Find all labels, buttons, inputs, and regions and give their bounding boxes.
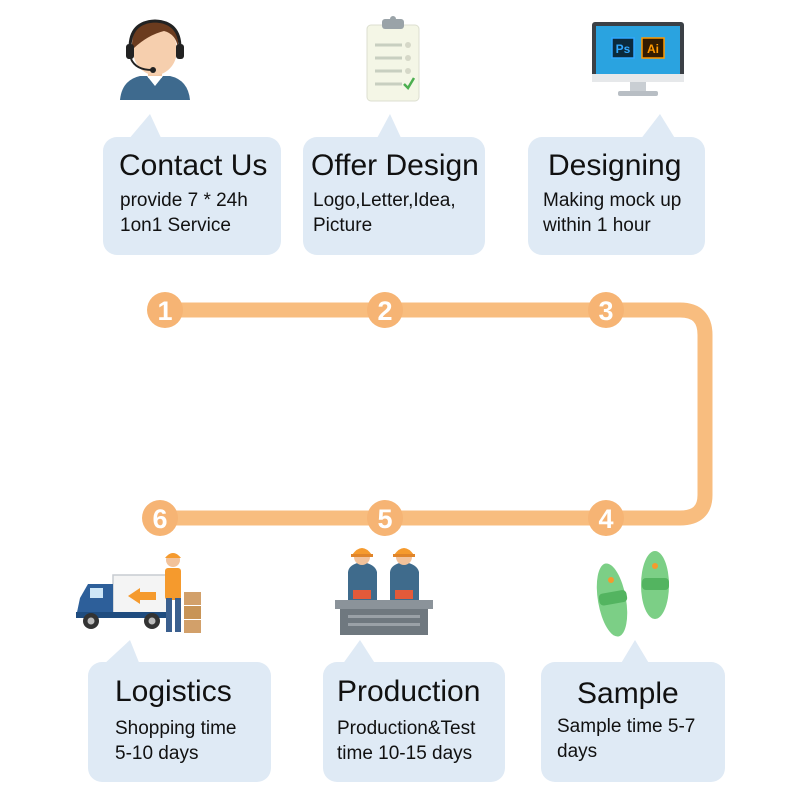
bubble-logistics: [88, 640, 271, 782]
step-marker-1: 1: [147, 292, 183, 328]
desc-line: within 1 hour: [543, 215, 651, 236]
step-number-4: 4: [598, 504, 613, 534]
desc-line: 1on1 Service: [120, 215, 231, 236]
step-marker-5: 5: [367, 500, 403, 536]
step-desc-contact-us: provide 7 * 24h 1on1 Service: [120, 188, 248, 238]
step-desc-designing: Making mock up within 1 hour: [543, 188, 681, 238]
step-title-sample: Sample: [577, 677, 679, 710]
factory-workers-icon: [335, 548, 433, 635]
step-desc-offer-design: Logo,Letter,Idea, Picture: [313, 188, 456, 238]
bubble-offer-design: [303, 114, 485, 255]
step-desc-logistics: Shopping time 5-10 days: [115, 716, 236, 766]
desc-line: days: [557, 741, 598, 762]
bubble-contact-us: [103, 114, 281, 255]
bubble-designing: [528, 114, 705, 255]
delivery-truck-icon: [76, 553, 201, 633]
step-desc-production: Production&Test time 10-15 days: [337, 716, 475, 766]
bubble-sample: [541, 640, 725, 782]
bubble-production: [323, 640, 505, 782]
step-desc-sample: Sample time 5-7 days: [557, 714, 695, 764]
illustrator-icon: [641, 37, 665, 59]
step-marker-2: 2: [367, 292, 403, 328]
desc-line: 5-10 days: [115, 743, 199, 764]
desc-line: Shopping time: [115, 718, 237, 739]
clipboard-checklist-icon: [366, 16, 420, 102]
desc-line: provide 7 * 24h: [120, 190, 248, 211]
slippers-icon: [596, 551, 669, 637]
step-title-logistics: Logistics: [115, 675, 232, 708]
step-title-contact-us: Contact Us: [119, 149, 268, 182]
step-number-3: 3: [598, 296, 613, 326]
process-route-line: [152, 302, 713, 526]
step-number-2: 2: [377, 296, 392, 326]
desc-line: Logo,Letter,Idea,: [313, 190, 456, 211]
step-marker-4: 4: [588, 500, 624, 536]
step-number-1: 1: [157, 296, 172, 326]
customer-service-icon: [120, 19, 190, 100]
design-monitor-icon: Ps Ai: [592, 22, 684, 96]
desc-line: Picture: [313, 215, 373, 236]
step-title-designing: Designing: [548, 149, 682, 182]
photoshop-label: Ps: [616, 42, 631, 56]
photoshop-icon: [611, 37, 635, 59]
desc-line: time 10-15 days: [337, 743, 473, 764]
desc-line: Sample time 5-7: [557, 716, 696, 737]
step-marker-6: 6: [142, 500, 178, 536]
step-number-6: 6: [152, 504, 167, 534]
desc-line: Making mock up: [543, 190, 682, 211]
desc-line: Production&Test: [337, 718, 476, 739]
step-marker-3: 3: [588, 292, 624, 328]
step-number-5: 5: [377, 504, 392, 534]
illustrator-label: Ai: [647, 42, 659, 56]
step-title-production: Production: [337, 675, 481, 708]
step-title-offer-design: Offer Design: [311, 149, 479, 182]
